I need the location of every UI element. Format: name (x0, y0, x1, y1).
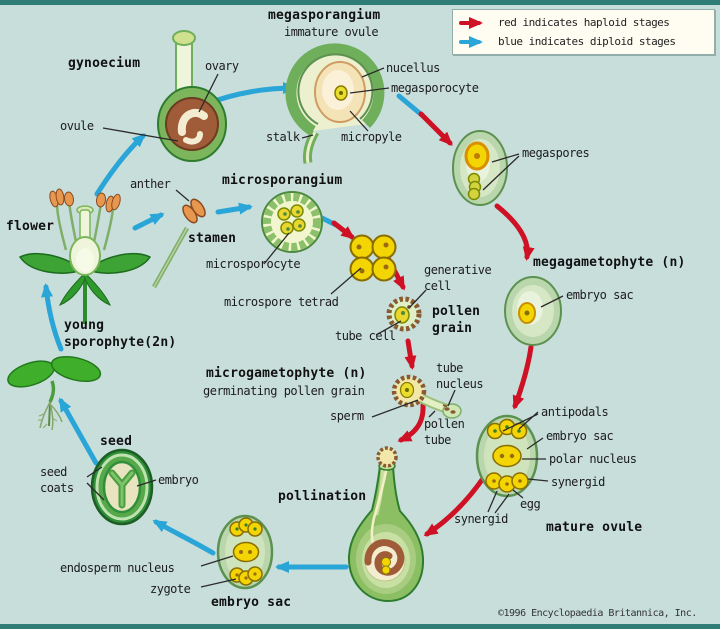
generative-cell-shape (407, 305, 411, 309)
megagametophyte-drawing (504, 276, 562, 346)
blue-arrow-stamen-to-microsporangium (215, 202, 253, 215)
microspore-tetrad-drawing (349, 234, 397, 282)
sperm-shape (444, 407, 450, 411)
label-immature-ovule: immature ovule (284, 25, 379, 39)
label-polar-nucleus: polar nucleus (549, 452, 637, 466)
label-microsporocyte: microsporocyte (206, 257, 301, 271)
ovule-shape (177, 108, 208, 136)
label-synergid-right: synergid (551, 475, 605, 489)
red-arrow-meiosis-female-head (418, 111, 453, 146)
label-mature-ovule: mature ovule (546, 520, 643, 535)
label-sperm: sperm (330, 409, 364, 423)
label-antipodals: antipodals (541, 405, 609, 419)
label-microgametophyte: microgametophyte (n) (206, 366, 367, 381)
polar-nuclei-shape (492, 444, 522, 468)
megaspores-drawing (452, 130, 508, 206)
flower-drawing (18, 188, 152, 324)
gynoecium-drawing (157, 30, 227, 162)
top-border-bar (0, 0, 720, 5)
immature-ovule-drawing (285, 43, 385, 164)
label-microsporangium: microsporangium (222, 173, 343, 188)
legend-row-haploid: red indicates haploid stages (459, 13, 708, 32)
germinating-pollen-grain-drawing (391, 374, 462, 419)
red-arrow-pollen-grain-to-microgametophyte (404, 338, 417, 370)
young-sporophyte-drawing (7, 355, 102, 431)
label-gynoecium: gynoecium (68, 56, 141, 71)
label-pollination: pollination (278, 489, 367, 504)
blue-arrow-gynoecium-to-megasporangium (206, 82, 297, 106)
label-tube-nucleus: tube nucleus (436, 361, 484, 391)
label-seed: seed (100, 434, 133, 449)
embryo-sac-bottom-drawing (216, 514, 274, 590)
label-pollen-grain: pollen grain (432, 304, 481, 336)
label-ovary: ovary (205, 59, 239, 73)
label-nucellus: nucellus (386, 61, 440, 75)
label-embryo-sac-right: embryo sac (566, 288, 634, 302)
blue-arrow-icon (459, 35, 483, 48)
ovary-shape (165, 97, 219, 151)
label-seed-coats: seed coats (40, 465, 74, 495)
ovule-spiral-shape (364, 539, 405, 576)
label-pollen-tube: pollen tube (424, 417, 465, 447)
stamen-drawing (152, 198, 206, 289)
legend-diploid-label: blue indicates diploid stages (498, 35, 676, 48)
pollination-pistil-drawing (347, 446, 425, 603)
blue-arrow-flower-to-stamen (132, 212, 165, 231)
label-synergid-left: synergid (454, 512, 508, 526)
label-embryo-sac-bottom: embryo sac (211, 595, 292, 610)
label-generative-cell: generative cell (424, 263, 492, 293)
legend-row-diploid: blue indicates diploid stages (459, 32, 708, 51)
blue-arrow-sporophyte-to-flower (41, 283, 64, 352)
red-arrow-icon (459, 16, 483, 29)
label-megaspores: megaspores (522, 146, 590, 160)
legend-haploid-label: red indicates haploid stages (498, 16, 670, 29)
pollen-grain-drawing (386, 296, 422, 332)
pollen-grain-on-stigma (376, 446, 398, 468)
label-microspore-tetrad: microspore tetrad (224, 295, 339, 309)
label-embryo-sac-mature: embryo sac (546, 429, 614, 443)
microsporangium-drawing (261, 191, 323, 253)
label-flower: flower (6, 219, 55, 234)
legend-box: red indicates haploid stages blue indica… (452, 9, 715, 55)
label-endosperm-nucleus: endosperm nucleus (60, 561, 175, 575)
tube-nucleus-shape (442, 404, 448, 408)
label-tube-cell: tube cell (335, 329, 396, 343)
cycle-arrows (41, 82, 535, 573)
tube-cell-shape (394, 306, 410, 324)
red-arrow-mature-ovule-to-pollination (423, 474, 487, 537)
label-egg: egg (520, 497, 541, 511)
label-stalk: stalk (266, 130, 300, 144)
roots-shape (39, 401, 63, 431)
mature-ovule-drawing (475, 414, 539, 498)
label-megasporocyte: megasporocyte (391, 81, 479, 95)
label-megagametophyte: megagametophyte (n) (533, 255, 686, 270)
red-arrow-meiosis-male-head (331, 220, 356, 240)
blue-arrow-embryo-sac-to-seed (152, 519, 216, 556)
blue-arrow-flower-to-gynoecium (94, 133, 146, 197)
seed-drawing (90, 448, 154, 526)
label-megasporangium: megasporangium (268, 8, 381, 23)
leader-lines (86, 67, 564, 588)
red-arrow-megagametophyte-to-mature-ovule (512, 344, 534, 410)
label-stamen: stamen (188, 231, 237, 246)
blue-arrow-seed-to-sporophyte (58, 397, 99, 466)
anther-shape (63, 191, 75, 207)
label-germinating-pollen-grain: germinating pollen grain (203, 384, 365, 398)
label-micropyle: micropyle (341, 130, 402, 144)
label-zygote: zygote (150, 582, 191, 596)
label-anther: anther (130, 177, 171, 191)
bottom-border-bar (0, 624, 720, 629)
copyright-text: ©1996 Encyclopaedia Britannica, Inc. (498, 608, 697, 619)
label-ovule: ovule (60, 119, 94, 133)
red-arrow-microgametophyte-to-stigma (397, 402, 426, 443)
label-embryo: embryo (158, 473, 199, 487)
endosperm-nucleus-shape (232, 541, 260, 563)
red-arrow-megaspores-to-megagametophyte (494, 203, 535, 261)
label-young-sporophyte: young sporophyte(2n) (64, 318, 177, 350)
